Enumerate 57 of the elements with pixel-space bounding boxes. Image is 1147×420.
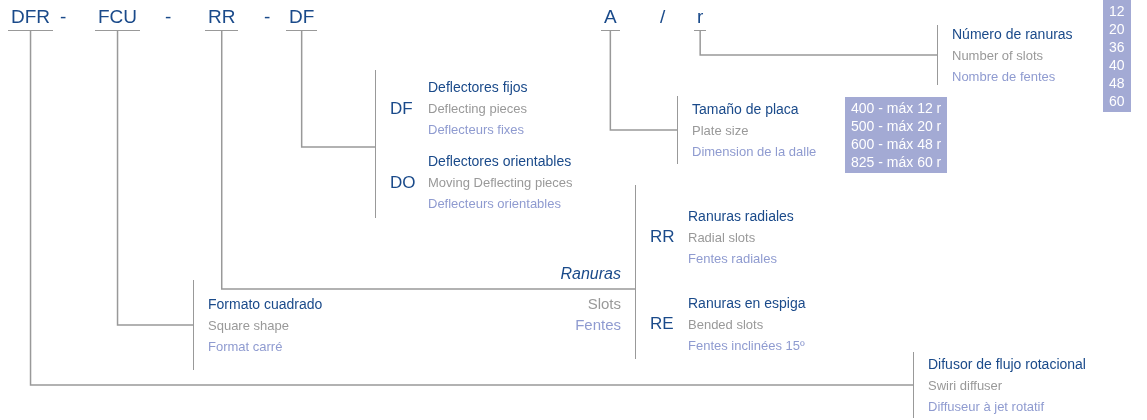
- value-table: 400 - máx 12 r 500 - máx 20 r 600 - máx 48 r 825 - máx 60 r: [845, 97, 948, 173]
- description-heading: Ranuras en espiga: [688, 293, 806, 313]
- group-label: Ranuras: [559, 264, 621, 284]
- description-group: [913, 352, 1086, 418]
- description-text: Diffuseur à jet rotatif: [928, 397, 1046, 416]
- description-text: Fentes inclinées 15º: [688, 336, 806, 355]
- description-text: Plate size: [692, 121, 750, 140]
- description-text: Dimension de la dalle: [692, 142, 817, 161]
- leader-line: [116, 30, 194, 326]
- code-segment: DFR: [8, 6, 54, 31]
- separator: -: [60, 6, 67, 28]
- description-text: Square shape: [208, 316, 290, 335]
- leader-line: [29, 30, 914, 386]
- description-text: Bended slots: [688, 315, 765, 334]
- code-segment: FCU: [95, 6, 141, 31]
- group-label: Slots: [586, 294, 621, 314]
- group-label: Fentes: [574, 315, 621, 335]
- option-code: DF: [390, 98, 414, 119]
- separator: /: [660, 6, 666, 28]
- separator: -: [264, 6, 271, 28]
- description-text: Fentes radiales: [688, 249, 778, 268]
- value-table: 12 20 36 40 48 60: [1103, 0, 1131, 112]
- leader-line: [300, 30, 376, 148]
- description-text: Number of slots: [952, 46, 1045, 65]
- description-text: Moving Deflecting pieces: [428, 174, 573, 192]
- leader-line: [221, 30, 636, 290]
- code-segment: RR: [205, 6, 239, 31]
- option-group: [635, 289, 806, 359]
- code-segment: A: [601, 6, 620, 31]
- description-text: Nombre de fentes: [952, 67, 1057, 86]
- option-group: [635, 185, 794, 289]
- description-heading: Número de ranuras: [952, 24, 1073, 44]
- description-text: Deflecteurs orientables: [428, 195, 562, 213]
- description-text: Radial slots: [688, 228, 757, 247]
- separator: -: [165, 6, 172, 28]
- description-heading: Formato cuadrado: [208, 294, 323, 314]
- option-code: DO: [390, 172, 417, 193]
- option-code: RR: [650, 227, 676, 247]
- description-group: [193, 280, 323, 370]
- code-segment: DF: [286, 6, 318, 31]
- description-heading: Deflectores orientables: [428, 152, 573, 171]
- description-text: Deflecting pieces: [428, 100, 528, 118]
- description-group: [937, 25, 1073, 85]
- description-heading: Difusor de flujo rotacional: [928, 354, 1086, 374]
- leader-line: [699, 30, 938, 56]
- option-group: [375, 147, 573, 218]
- code-segment: r: [694, 6, 707, 31]
- option-group: [375, 70, 528, 147]
- description-text: Format carré: [208, 337, 284, 356]
- description-text: Deflecteurs fixes: [428, 121, 526, 139]
- description-heading: Deflectores fijos: [428, 78, 528, 97]
- leader-line: [609, 30, 678, 131]
- description-heading: Ranuras radiales: [688, 206, 794, 226]
- option-code: RE: [650, 314, 675, 334]
- description-heading: Tamaño de placa: [692, 99, 800, 119]
- description-group: [677, 96, 817, 164]
- description-text: Swiri diffuser: [928, 376, 1004, 395]
